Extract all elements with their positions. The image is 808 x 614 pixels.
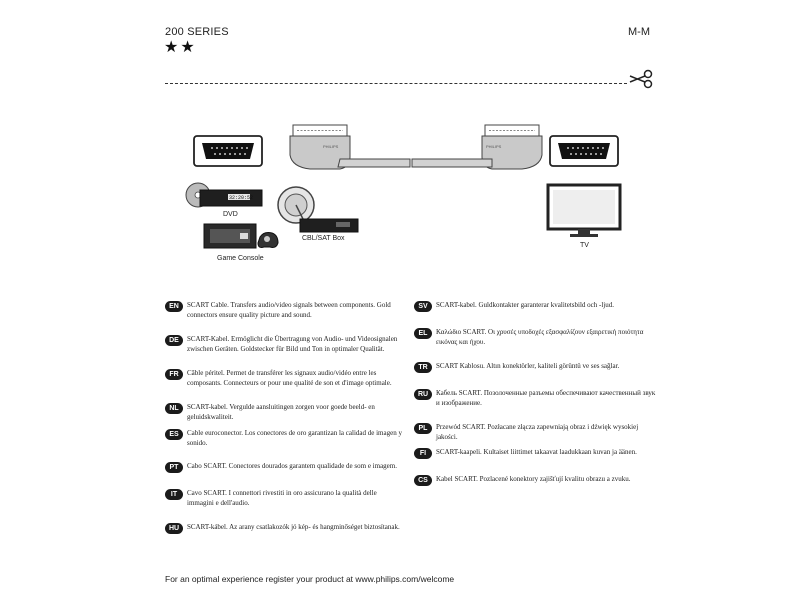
lang-text: SCART-kabel. Guldkontakter garanterar kv…: [436, 301, 614, 309]
lang-item-tr: TR SCART Kablosu. Altın konektörler, kal…: [414, 362, 656, 373]
lang-item-de: DE SCART-Kabel. Ermöglicht die Übertragu…: [165, 335, 402, 354]
lang-item-pl: PL Przewód SCART. Pozłacane złącza zapew…: [414, 423, 656, 442]
lang-badge: PT: [165, 462, 183, 473]
lang-badge: EN: [165, 301, 183, 312]
lang-badge: IT: [165, 489, 183, 500]
lang-item-pt: PT Cabo SCART. Conectores dourados garan…: [165, 462, 402, 473]
model-code: M-M: [628, 26, 650, 38]
scart-plug-right: PHILIPS: [411, 124, 543, 170]
scart-socket-left: [193, 135, 263, 167]
lang-text: SCART-kábel. Az arany csatlakozók jó kép…: [187, 523, 400, 531]
lang-text: Cabo SCART. Conectores dourados garantem…: [187, 462, 397, 470]
lang-badge: RU: [414, 389, 432, 400]
lang-text: SCART Cable. Transfers audio/video signa…: [187, 301, 391, 319]
scissors-icon: [629, 69, 653, 89]
lang-text: Kabel SCART. Pozlacené konektory zajišťu…: [436, 475, 631, 483]
lang-badge: HU: [165, 523, 183, 534]
lang-item-sv: SV SCART-kabel. Guldkontakter garanterar…: [414, 301, 656, 312]
lang-item-fi: FI SCART-kaapeli. Kultaiset liittimet ta…: [414, 448, 656, 459]
tv-label: TV: [580, 242, 589, 249]
lang-item-es: ES Cable euroconector. Los conectores de…: [165, 429, 402, 448]
lang-badge: NL: [165, 403, 183, 414]
lang-text: SCART-Kabel. Ermöglicht die Übertragung …: [187, 335, 398, 353]
dvd-player-icon: 32:20:52: [185, 182, 263, 208]
lang-badge: ES: [165, 429, 183, 440]
lang-badge: CS: [414, 475, 432, 486]
lang-item-hu: HU SCART-kábel. Az arany csatlakozók jó …: [165, 523, 402, 534]
lang-badge: FI: [414, 448, 432, 459]
plug-brand-left: PHILIPS: [323, 144, 339, 149]
lang-text: Cable euroconector. Los conectores de or…: [187, 429, 402, 447]
dvd-display: 32:20:52: [229, 195, 253, 201]
lang-item-cs: CS Kabel SCART. Pozlacené konektory zaji…: [414, 475, 656, 486]
plug-brand-right: PHILIPS: [486, 144, 502, 149]
lang-text: Câble péritel. Permet de transférer les …: [187, 369, 392, 387]
game-console-icon: [203, 223, 279, 249]
lang-item-en: EN SCART Cable. Transfers audio/video si…: [165, 301, 402, 320]
lang-item-nl: NL SCART-kabel. Vergulde aansluitingen z…: [165, 403, 402, 422]
lang-text: Кабель SCART. Позолоченные разъемы обесп…: [436, 389, 656, 407]
lang-text: Καλώδιο SCART. Οι χρυσές υποδοχές εξασφα…: [436, 328, 644, 346]
lang-badge: DE: [165, 335, 183, 346]
lang-item-fr: FR Câble péritel. Permet de transférer l…: [165, 369, 402, 388]
registration-footer: For an optimal experience register your …: [165, 574, 455, 584]
scart-socket-right: [549, 135, 619, 167]
lang-item-it: IT Cavo SCART. I connettori rivestiti in…: [165, 489, 402, 508]
scart-plug-left: PHILIPS: [289, 124, 411, 170]
dvd-label: DVD: [223, 211, 238, 218]
cbl-sat-box-icon: [277, 186, 359, 233]
lang-badge: SV: [414, 301, 432, 312]
lang-text: SCART Kablosu. Altın konektörler, kalite…: [436, 362, 620, 370]
lang-badge: PL: [414, 423, 432, 434]
lang-text: Przewód SCART. Pozłacane złącza zapewnia…: [436, 423, 639, 441]
lang-text: Cavo SCART. I connettori rivestiti in or…: [187, 489, 377, 507]
series-label: 200 SERIES: [165, 26, 229, 38]
lang-item-el: EL Καλώδιο SCART. Οι χρυσές υποδοχές εξα…: [414, 328, 656, 347]
cut-line: [165, 83, 627, 84]
tv-icon: [546, 183, 622, 237]
cbl-sat-box-label: CBL/SAT Box: [302, 235, 345, 242]
lang-text: SCART-kaapeli. Kultaiset liittimet takaa…: [436, 448, 637, 456]
lang-badge: TR: [414, 362, 432, 373]
game-console-label: Game Console: [217, 255, 264, 262]
lang-badge: FR: [165, 369, 183, 380]
rating-stars: ★★: [164, 39, 197, 56]
lang-item-ru: RU Кабель SCART. Позолоченные разъемы об…: [414, 389, 656, 408]
lang-badge: EL: [414, 328, 432, 339]
connection-diagram: PHILIPS PHILIPS 32:20:52 DVD Game Consol…: [185, 124, 622, 262]
lang-text: SCART-kabel. Vergulde aansluitingen zorg…: [187, 403, 375, 421]
